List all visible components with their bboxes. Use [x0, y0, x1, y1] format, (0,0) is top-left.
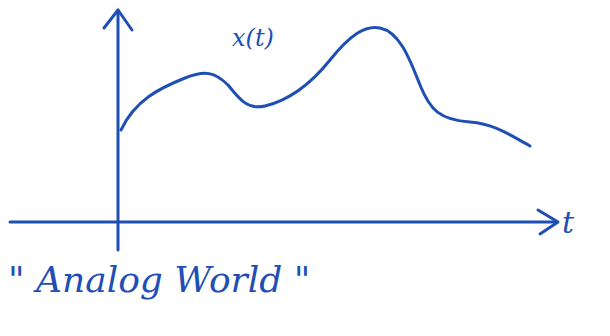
axis-arrowhead [538, 210, 558, 234]
analog-signal-curve [121, 27, 530, 146]
axis-arrowhead [104, 10, 132, 30]
signal-name: x(t) [232, 26, 274, 50]
axis-label: t [562, 208, 574, 238]
vertical-axis [117, 10, 120, 250]
time-axis [10, 221, 556, 224]
caption: " Analog World " [8, 262, 310, 298]
